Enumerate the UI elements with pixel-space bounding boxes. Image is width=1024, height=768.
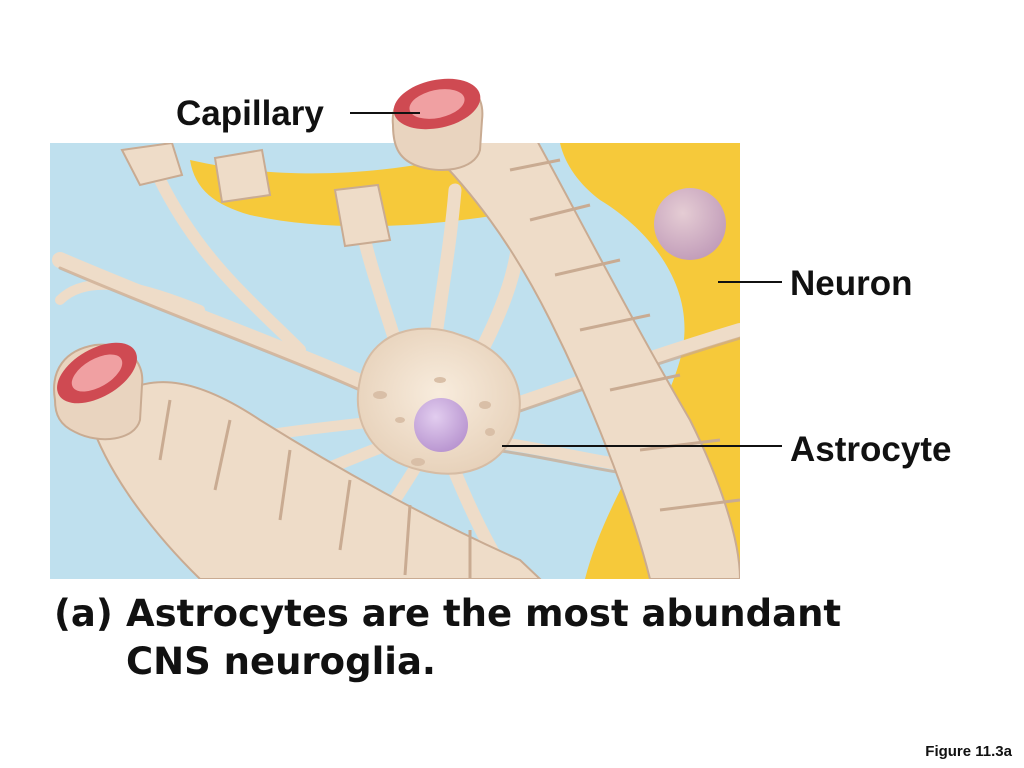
figure-caption: (a) Astrocytes are the most abundant CNS … <box>54 590 841 686</box>
capillary-end-upper <box>391 78 484 171</box>
label-capillary: Capillary <box>176 94 324 133</box>
figure-number: Figure 11.3a <box>925 743 1012 760</box>
capillary-sheath-lower <box>88 381 542 579</box>
perivascular-feet <box>120 143 392 248</box>
caption-line-1: Astrocytes are the most abundant <box>126 592 842 635</box>
astrocyte-nucleus <box>414 398 468 452</box>
caption-marker: (a) <box>54 592 113 635</box>
label-astrocyte: Astrocyte <box>790 430 952 469</box>
cytoplasm-organelles <box>373 377 495 466</box>
capillary-end-lower <box>53 342 144 441</box>
neuron-nucleus <box>654 188 726 260</box>
caption-line-2: CNS neuroglia. <box>126 640 436 683</box>
label-neuron: Neuron <box>790 264 913 303</box>
capillary-sheath-upper <box>428 143 740 579</box>
